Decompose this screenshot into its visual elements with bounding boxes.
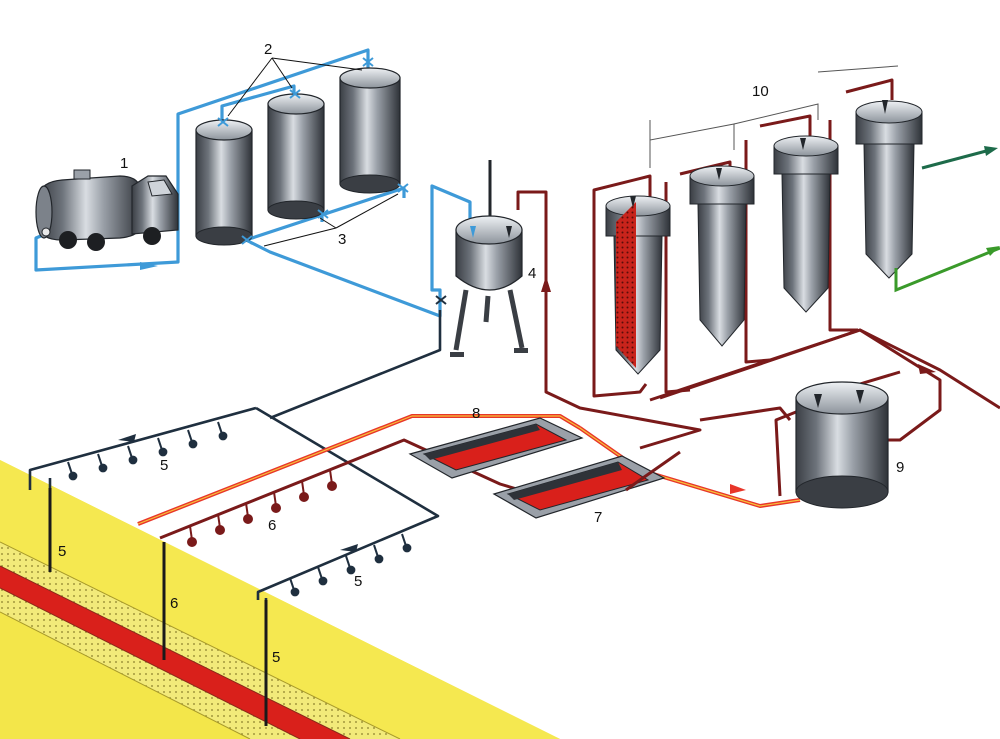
flow-arrow [730, 484, 746, 494]
flow-arrow [118, 434, 136, 442]
storage-tank [267, 93, 325, 220]
label-tanks: 2 [264, 41, 272, 58]
injection-nozzles-bottom [289, 533, 412, 597]
production-nozzles [187, 469, 337, 547]
valve-icon [289, 89, 301, 99]
truck-wheel [143, 227, 161, 245]
valve-icon [317, 209, 329, 219]
valve-icon [217, 117, 229, 127]
production-pipes [137, 414, 801, 540]
separation-columns [605, 100, 923, 375]
valve-icon [397, 183, 409, 193]
label-well-left: 5 [58, 543, 66, 560]
strata-line [0, 565, 351, 739]
settling-pit-back [408, 417, 584, 479]
valve-icon [435, 295, 447, 305]
label-columns: 10 [752, 83, 769, 100]
injection-nozzles-top [67, 421, 228, 481]
truck-hatch [73, 169, 91, 180]
storage-tanks [195, 67, 401, 246]
mixer-leg [483, 295, 491, 323]
mixer-vessel [450, 160, 528, 357]
mixer-leg [453, 289, 469, 351]
column [689, 165, 755, 347]
label-pit-back: 8 [472, 405, 480, 422]
truck-wheel [59, 231, 77, 249]
tank-truck [35, 169, 179, 251]
label-separator: 9 [896, 459, 904, 476]
valve-icon [362, 57, 374, 67]
label-production: 6 [268, 517, 276, 534]
valves [217, 57, 447, 305]
label-valves: 3 [338, 231, 346, 248]
strata-line [0, 587, 301, 739]
label-injection-top: 5 [160, 457, 168, 474]
flow-arrow [340, 544, 358, 552]
valve-icon [241, 235, 253, 245]
flow-arrow [541, 276, 551, 292]
truck-outlet-pipe [34, 48, 370, 272]
settling-pit-front [492, 455, 666, 519]
ground-strata [0, 460, 560, 739]
process-pipes [516, 78, 1000, 497]
truck-outlet [41, 227, 51, 237]
storage-tank [195, 119, 253, 246]
tank-outlet-pipe [245, 184, 472, 318]
label-mixer: 4 [528, 265, 536, 282]
leader-lines [227, 57, 399, 247]
column-frame [649, 65, 899, 168]
flow-arrow [986, 246, 1000, 256]
strata-line [0, 611, 251, 739]
label-production-well: 6 [170, 595, 178, 612]
truck-tank-body [39, 175, 143, 241]
truck-window [147, 179, 173, 197]
flow-arrow [140, 262, 158, 270]
label-injection-bottom: 5 [354, 573, 362, 590]
truck-wheel [87, 233, 105, 251]
column [773, 135, 839, 313]
label-truck: 1 [120, 155, 128, 172]
separator-vessel [795, 381, 889, 509]
storage-tank [339, 67, 401, 194]
wells [48, 488, 268, 726]
flow-arrow [918, 364, 936, 374]
flow-arrow [984, 146, 998, 156]
label-well-right: 5 [272, 649, 280, 666]
truck-tank-end [35, 185, 53, 239]
strata-line [0, 541, 401, 739]
label-pit-front: 7 [594, 509, 602, 526]
column [855, 100, 923, 279]
product-outlets [894, 148, 1000, 293]
mixer-leg [507, 289, 525, 349]
column-packed [605, 195, 671, 375]
